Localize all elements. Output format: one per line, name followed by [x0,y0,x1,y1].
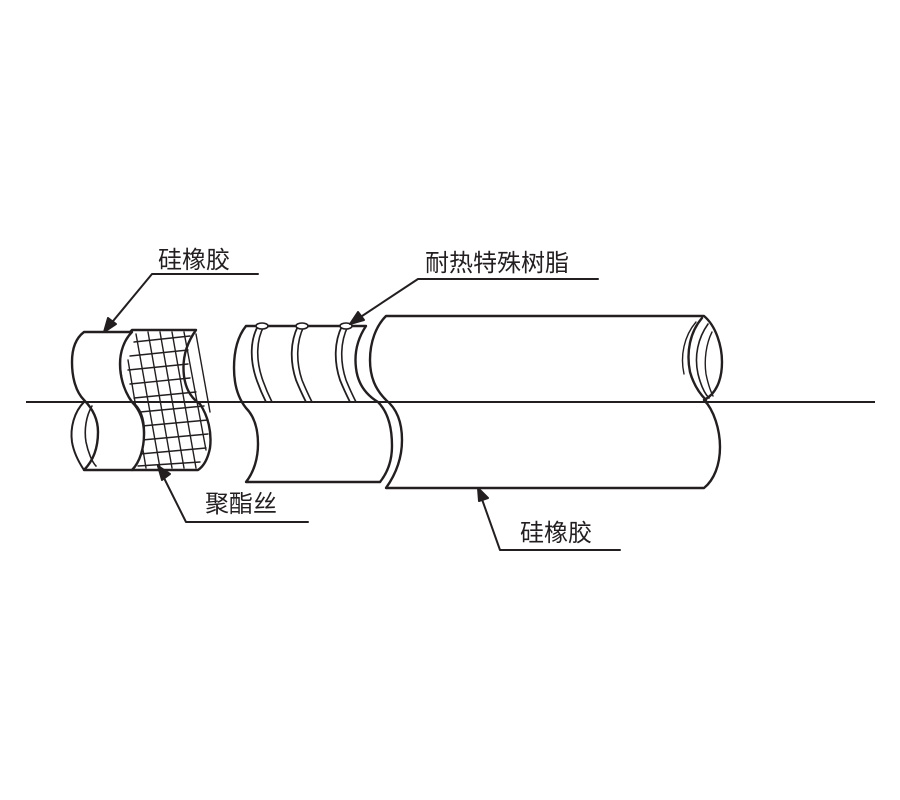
heat-resistant-resin-layer [232,322,394,484]
leader-silicone-bottom [477,487,621,551]
leader-polyester [157,465,309,523]
leader-silicone-top [103,273,259,333]
label-polyester-yarn: 聚酯丝 [205,490,277,518]
label-silicone-rubber-bottom: 硅橡胶 [520,519,592,547]
label-heat-resistant-resin: 耐热特殊树脂 [425,249,569,277]
label-silicone-rubber-top: 硅橡胶 [158,246,230,274]
leader-resin [349,278,599,325]
